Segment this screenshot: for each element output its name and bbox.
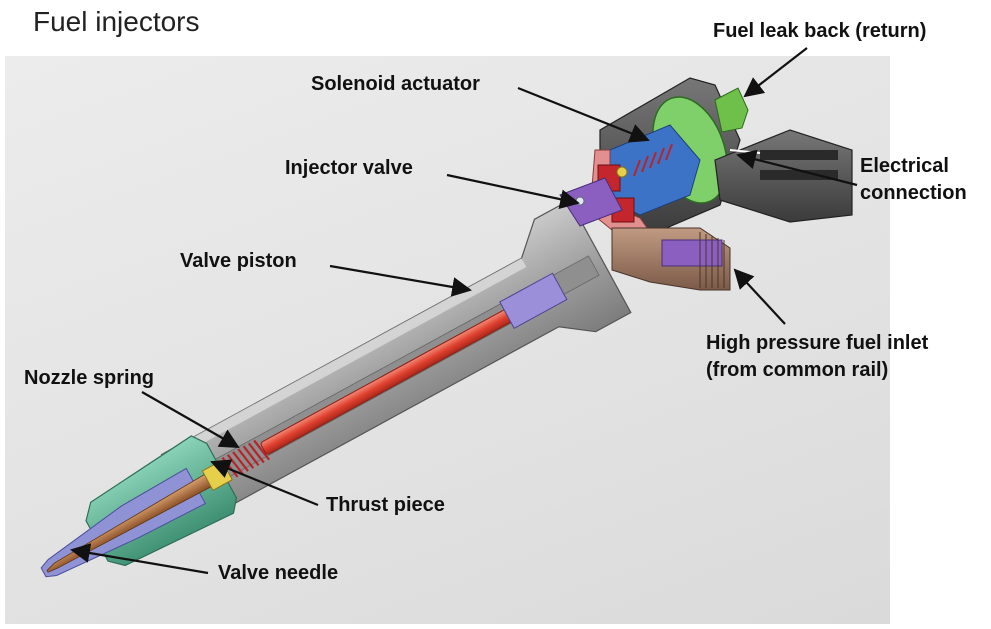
arrow-nozzle-spring xyxy=(141,391,240,448)
valve-seat xyxy=(616,166,628,178)
high-pressure-inlet-group xyxy=(611,227,731,291)
label-high-pressure-inlet: High pressure fuel inlet (from common ra… xyxy=(706,330,928,384)
arrow-solenoid-actuator xyxy=(517,86,650,143)
arrow-thrust-piece xyxy=(210,459,319,507)
arrow-electrical-connection xyxy=(736,149,858,187)
label-injector-valve: Injector valve xyxy=(285,157,413,179)
label-electrical-connection-line1: Electrical xyxy=(860,155,949,177)
arrow-high-pressure-inlet xyxy=(733,268,786,325)
label-nozzle-spring: Nozzle spring xyxy=(24,367,155,389)
arrow-injector-valve xyxy=(446,173,580,209)
label-electrical-connection: Electrical connection xyxy=(860,153,967,207)
label-valve-needle: Valve needle xyxy=(218,562,339,584)
label-high-pressure-inlet-line1: High pressure fuel inlet xyxy=(706,332,929,354)
pointer-arrows xyxy=(70,47,858,575)
arrow-valve-needle xyxy=(70,543,209,575)
body-highlight xyxy=(161,258,527,464)
label-high-pressure-inlet-line2: (from common rail) xyxy=(706,359,889,381)
label-thrust-piece: Thrust piece xyxy=(326,494,445,516)
armature-spring xyxy=(633,143,673,177)
label-electrical-connection-line2: connection xyxy=(860,182,967,204)
connector-slot-upper xyxy=(760,150,838,160)
inlet-passage xyxy=(661,239,723,267)
leak-back-fitting-group xyxy=(714,87,749,133)
arrow-valve-piston xyxy=(329,264,472,297)
arrow-fuel-leak-back xyxy=(743,47,808,98)
label-fuel-leak-back: Fuel leak back (return) xyxy=(713,20,927,42)
label-solenoid-actuator: Solenoid actuator xyxy=(311,73,480,95)
inlet-thread xyxy=(699,232,725,288)
connector-slot-lower xyxy=(760,170,838,180)
solenoid-head-group xyxy=(559,77,741,236)
piston-guide xyxy=(499,272,568,329)
diagram-title: Fuel injectors xyxy=(33,6,200,37)
label-valve-piston: Valve piston xyxy=(180,250,297,272)
leak-back-connector xyxy=(714,87,749,133)
injector-body-group xyxy=(40,199,632,578)
